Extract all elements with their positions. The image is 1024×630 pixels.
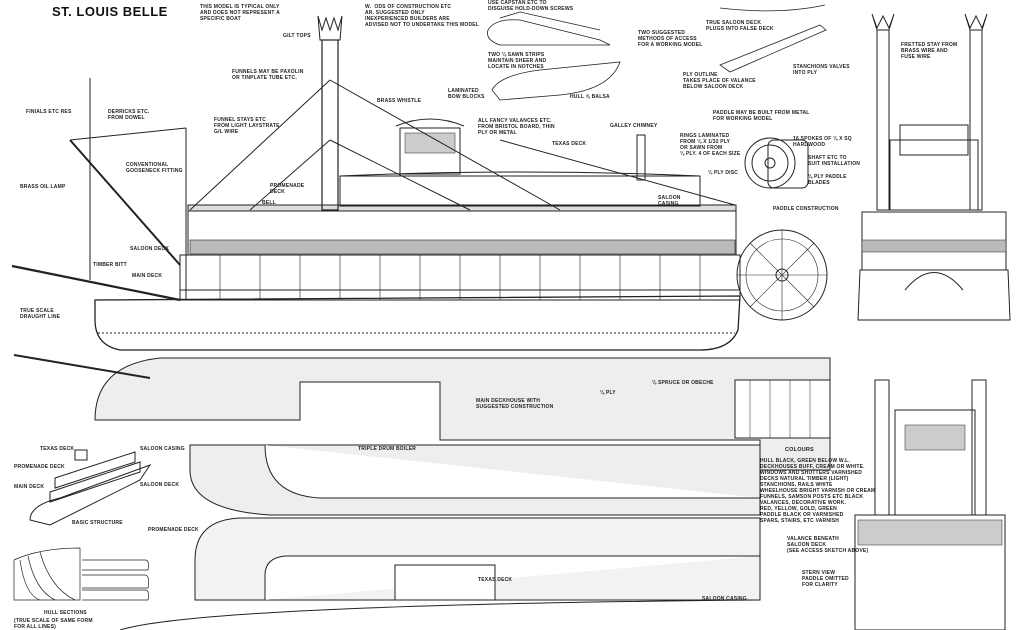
plan-view-promenade-deck [119, 517, 761, 630]
label-saloon-casing-sketch: SALOON CASING [140, 446, 185, 452]
label-timber-bitt: TIMBER BITT [93, 262, 127, 268]
label-rings: RINGS LAMINATED FROM ⅛ X 1/32 PLY OR SAW… [680, 133, 741, 157]
label-fretted-stay: FRETTED STAY FROM BRASS WIRE AND FUSE WI… [901, 42, 958, 60]
label-main-deck: MAIN DECK [132, 273, 163, 279]
hull-sections [13, 547, 149, 601]
label-brass-whistle: BRASS WHISTLE [377, 98, 421, 104]
label-brass-lamp: BRASS OIL LAMP [20, 184, 66, 190]
drawing-title: ST. LOUIS BELLE [52, 4, 168, 19]
label-bell: BELL [262, 200, 276, 206]
stern-view-top [857, 13, 1011, 321]
label-spruce: ⅛ SPRUCE OR OBECHE [652, 380, 714, 386]
colours-list: HULL BLACK, GREEN BELOW W.L. DECKHOUSES … [760, 458, 876, 524]
label-ply-disc: ⅛ PLY DISC [708, 170, 739, 176]
label-main-deck-sketch: MAIN DECK [14, 484, 45, 490]
label-gilt-tops: GILT TOPS [283, 33, 311, 39]
label-saloon-casing: SALOON CASING [658, 195, 681, 207]
label-promenade-deck-plan: PROMENADE DECK [148, 527, 199, 533]
plan-view-saloon-deck [189, 444, 761, 516]
label-true-scale-form: (TRUE SCALE OF SAME FORM FOR ALL LINES) [14, 618, 93, 630]
label-promenade-deck: PROMENADE DECK [270, 183, 305, 195]
label-galley-chimney: GALLEY CHIMNEY [610, 123, 658, 129]
label-hull-balsa: HULL ⅝ BALSA [570, 94, 610, 100]
plan-view-main-deck [13, 354, 831, 471]
label-texas-deck: TEXAS DECK [552, 141, 587, 147]
profile-view [11, 15, 828, 351]
note-access-methods: TWO SUGGESTED METHODS OF ACCESS FOR A WO… [638, 30, 703, 48]
label-funnels: FUNNELS MAY BE PAXOLIN OR TINPLATE TUBE … [232, 69, 304, 81]
label-saloon-deck-sketch: SALOON DECK [140, 482, 180, 488]
label-sawn-strips: TWO ⅛ SAWN STRIPS MAINTAIN SHEER AND LOC… [488, 52, 547, 70]
label-triple-drum-boiler: TRIPLE DRUM BOILER [358, 446, 417, 452]
label-basic-structure: BASIC STRUCTURE [72, 520, 123, 526]
label-paddle-metal: PADDLE MAY BE BUILT FROM METAL FOR WORKI… [713, 110, 810, 122]
note-construction: W. ODS OF CONSTRUCTION ETC AR. SUGGESTED… [365, 4, 480, 28]
label-stanchions: STANCHIONS VALVES INTO PLY [793, 64, 850, 76]
label-draught-line: TRUE SCALE DRAUGHT LINE [20, 308, 61, 320]
label-hold-down-screws: USE CAPSTAN ETC TO DISGUISE HOLD-DOWN SC… [488, 0, 574, 12]
label-texas-deck-sketch: TEXAS DECK [40, 446, 75, 452]
label-stern-view: STERN VIEW PADDLE OMITTED FOR CLARITY [802, 570, 849, 588]
label-texas-deck-plan: TEXAS DECK [478, 577, 513, 583]
label-spokes: 16 SPOKES OF ⅛ X SQ HARDWOOD [793, 136, 852, 148]
basic-structure-sketch [29, 449, 152, 526]
label-saloon-casing-plan: SALOON CASING [702, 596, 747, 602]
label-finials: FINIALS ETC RES [26, 109, 72, 115]
label-promenade-deck-sketch: PROMENADE DECK [14, 464, 65, 470]
label-valance: VALANCE BENEATH SALOON DECK (SEE ACCESS … [787, 536, 869, 554]
label-shaft: SHAFT ETC TO SUIT INSTALLATION [808, 155, 861, 167]
label-paddle-construction: PADDLE CONSTRUCTION [773, 206, 839, 212]
stern-view-bottom [854, 379, 1006, 630]
label-ply-blades: ⅛ PLY PADDLE BLADES [808, 174, 847, 186]
label-saloon-deck: SALOON DECK [130, 246, 170, 252]
profile-hull [94, 295, 741, 351]
label-main-deckhouse: MAIN DECKHOUSE WITH SUGGESTED CONSTRUCTI… [476, 398, 554, 410]
paddle-construction-sketch [744, 137, 809, 189]
label-laminated-bow: LAMINATED BOW BLOCKS [448, 88, 485, 100]
label-gooseneck: CONVENTIONAL GOOSENECK FITTING [126, 162, 183, 174]
label-ply-outline: PLY OUTLINE TAKES PLACE OF VALANCE BELOW… [683, 72, 756, 90]
colours-heading: COLOURS [785, 447, 814, 453]
label-funnel-stays: FUNNEL STAYS ETC FROM LIGHT LAYSTRATE G/… [214, 117, 280, 135]
label-derricks: DERRICKS ETC. FROM DOWEL [108, 109, 150, 121]
label-hull-sections: HULL SECTIONS [44, 610, 87, 616]
label-true-saloon-deck: TRUE SALOON DECK PLUGS INTO FALSE DECK [706, 20, 774, 32]
note-typical-model: THIS MODEL IS TYPICAL ONLY AND DOES NOT … [200, 4, 280, 22]
access-sketches [487, 4, 827, 101]
label-fancy-valances: ALL FANCY VALANCES ETC. FROM BRISTOL BOA… [478, 118, 555, 136]
label-ply: ⅛ PLY [600, 390, 616, 396]
